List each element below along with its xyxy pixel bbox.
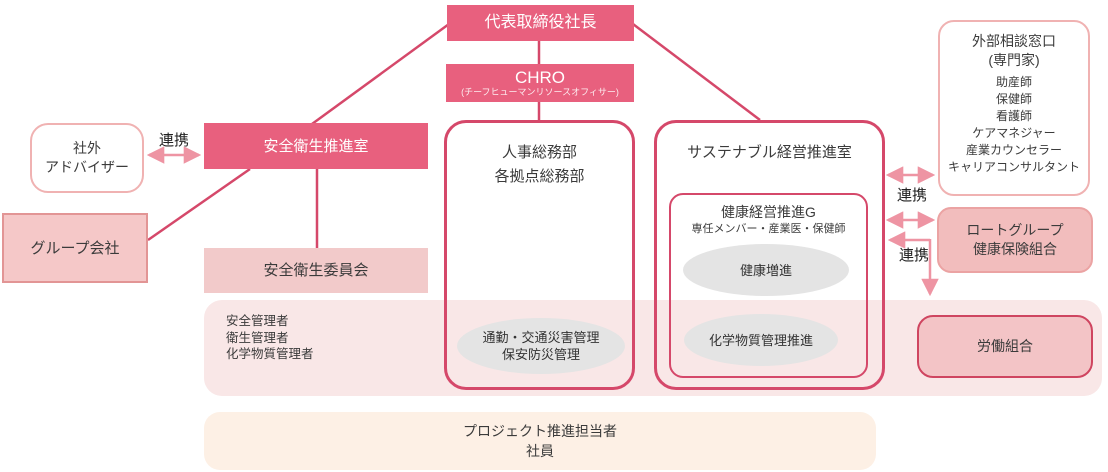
project-band-text: プロジェクト推進担当者 社員: [204, 421, 876, 461]
chemical-management-label: 化学物質管理推進: [708, 332, 813, 348]
project-band-background: [204, 412, 876, 470]
consult-item: キャリアコンサルタント: [947, 160, 1080, 174]
manager-item: 化学物質管理者: [226, 347, 314, 361]
insurance-box: ロートグループ 健康保険組合: [937, 207, 1093, 273]
consult-item: 保健師: [995, 92, 1032, 106]
safety-office-label: 安全衛生推進室: [263, 137, 369, 155]
hr-dept-line2: 各拠点総務部: [494, 168, 585, 185]
project-line1: プロジェクト推進担当者: [463, 423, 617, 439]
safety-office-box: 安全衛生推進室: [204, 123, 428, 169]
external-consult-title1: 外部相談窓口: [972, 33, 1056, 49]
sustainable-frame: サステナブル経営推進室: [654, 120, 885, 390]
line-president-sustainable: [632, 23, 761, 121]
sustainable-label: サステナブル経営推進室: [687, 144, 852, 161]
commute-line1: 通勤・交通災害管理: [482, 330, 600, 345]
hr-dept-line1: 人事総務部: [501, 144, 577, 161]
chro-label: CHRO: [514, 67, 566, 87]
managers-list: 安全管理者 衛生管理者 化学物質管理者: [226, 313, 314, 363]
union-box: 労働組合: [917, 315, 1093, 378]
health-group-subtitle: 専任メンバー・産業医・保健師: [691, 223, 846, 235]
health-group-label: 健康経営推進G: [721, 204, 816, 220]
health-group-frame: 健康経営推進G 専任メンバー・産業医・保健師: [669, 193, 868, 378]
group-company-label: グループ会社: [30, 239, 120, 257]
external-consult-list: 助産師 保健師 看護師 ケアマネジャー 産業カウンセラー キャリアコンサルタント: [948, 74, 1080, 176]
union-label: 労働組合: [977, 338, 1033, 354]
commute-line2: 保安防災管理: [501, 347, 580, 362]
external-advisor-box: 社外 アドバイザー: [30, 123, 144, 193]
consult-item: 助産師: [995, 75, 1032, 89]
line-safety-office-group-company: [147, 167, 251, 242]
consult-item: 看護師: [995, 109, 1032, 123]
insurance-line1: ロートグループ: [966, 222, 1064, 238]
consult-item: 産業カウンセラー: [965, 143, 1062, 157]
health-promotion-ellipse: 健康増進: [683, 244, 849, 296]
chro-subtitle: (チーフヒューマンリソースオフィサー): [461, 86, 619, 97]
manager-item: 安全管理者: [226, 314, 289, 328]
external-advisor-line1: 社外: [73, 140, 101, 156]
president-box: 代表取締役社長: [447, 5, 634, 41]
manager-item: 衛生管理者: [226, 330, 289, 345]
commute-ellipse: 通勤・交通災害管理 保安防災管理: [457, 318, 625, 374]
external-consult-title2: (専門家): [988, 52, 1040, 68]
hr-dept-title: 人事総務部 各拠点総務部: [447, 141, 632, 189]
renkei-label-left: 連携: [158, 132, 189, 149]
project-line2: 社員: [526, 443, 554, 459]
renkei-label-right1: 連携: [896, 187, 927, 204]
external-advisor-line2: アドバイザー: [45, 159, 129, 175]
line-president-safety-office: [311, 22, 450, 126]
safety-committee-box: 安全衛生委員会: [204, 248, 428, 293]
safety-committee-label: 安全衛生委員会: [263, 262, 369, 279]
president-label: 代表取締役社長: [484, 14, 597, 31]
group-company-box: グループ会社: [2, 213, 148, 283]
chemical-management-ellipse: 化学物質管理推進: [684, 314, 838, 366]
sustainable-title: サステナブル経営推進室: [657, 143, 882, 162]
external-consult-box: 外部相談窓口 (専門家) 助産師 保健師 看護師 ケアマネジャー 産業カウンセラ…: [938, 20, 1090, 196]
health-group-title: 健康経営推進G 専任メンバー・産業医・保健師: [671, 203, 866, 237]
health-promotion-label: 健康増進: [739, 262, 792, 278]
consult-item: ケアマネジャー: [972, 126, 1056, 140]
hr-dept-frame: 人事総務部 各拠点総務部: [444, 120, 635, 390]
insurance-line2: 健康保険組合: [973, 241, 1057, 257]
renkei-label-right2: 連携: [898, 247, 929, 264]
chro-box: CHRO (チーフヒューマンリソースオフィサー): [446, 64, 634, 102]
